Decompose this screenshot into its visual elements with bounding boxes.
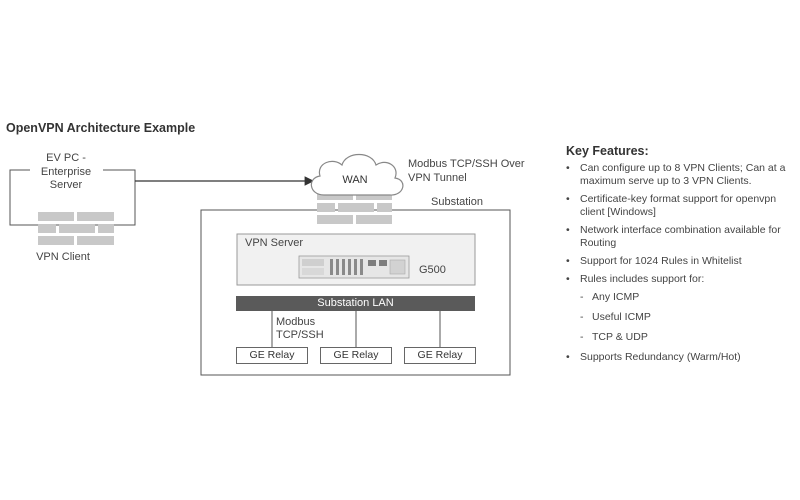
- feature-item: • Network interface combination available…: [566, 224, 792, 250]
- wan-label: WAN: [342, 174, 368, 186]
- feature-text: Supports Redundancy (Warm/Hot): [580, 351, 741, 363]
- dot-bullet-icon: •: [566, 351, 570, 363]
- diagram-title: OpenVPN Architecture Example: [6, 121, 196, 135]
- feature-text: TCP & UDP: [592, 331, 648, 343]
- feature-text: Support for 1024 Rules in Whitelist: [580, 255, 742, 267]
- wan-cloud-icon: [310, 153, 404, 196]
- feature-item: • Certificate-key format support for open…: [566, 193, 792, 219]
- feature-text: Certificate-key format support for openv…: [580, 193, 777, 218]
- substation-label: Substation: [431, 196, 483, 208]
- feature-item: • Rules includes support for:: [566, 273, 792, 286]
- dash-bullet-icon: -: [580, 291, 584, 303]
- ge-relay-box: GE Relay: [404, 347, 476, 364]
- substation-firewall-icon: [317, 191, 392, 224]
- dot-bullet-icon: •: [566, 255, 570, 267]
- key-features-title: Key Features:: [566, 144, 649, 158]
- g500-device-icon: [298, 255, 410, 279]
- feature-item: • Can configure up to 8 VPN Clients; Can …: [566, 162, 792, 188]
- modbus-local-label: Modbus TCP/SSH: [276, 316, 324, 341]
- ge-relay-box: GE Relay: [320, 347, 392, 364]
- dash-bullet-icon: -: [580, 311, 584, 323]
- feature-item: -TCP & UDP: [566, 331, 792, 344]
- key-features-list: • Can configure up to 8 VPN Clients; Can …: [566, 162, 792, 369]
- dot-bullet-icon: •: [566, 273, 570, 285]
- ge-relay-box: GE Relay: [236, 347, 308, 364]
- substation-lan-bar: Substation LAN: [236, 296, 475, 311]
- dot-bullet-icon: •: [566, 224, 570, 236]
- feature-item: -Any ICMP: [566, 291, 792, 304]
- g500-label: G500: [419, 264, 446, 276]
- feature-text: Can configure up to 8 VPN Clients; Can a…: [580, 162, 786, 187]
- feature-item: • Supports Redundancy (Warm/Hot): [566, 351, 792, 364]
- feature-text: Network interface combination available …: [580, 224, 781, 249]
- vpn-client-label: VPN Client: [36, 251, 90, 263]
- feature-item: • Support for 1024 Rules in Whitelist: [566, 255, 792, 268]
- feature-text: Rules includes support for:: [580, 273, 705, 285]
- dash-bullet-icon: -: [580, 331, 584, 343]
- feature-text: Any ICMP: [592, 291, 640, 303]
- client-firewall-icon: [38, 212, 114, 245]
- feature-item: -Useful ICMP: [566, 311, 792, 324]
- dot-bullet-icon: •: [566, 193, 570, 205]
- modbus-over-vpn-label: Modbus TCP/SSH Over VPN Tunnel: [408, 158, 525, 184]
- ev-pc-label: EV PC - Enterprise Server: [40, 152, 92, 191]
- vpn-server-label: VPN Server: [245, 237, 304, 249]
- dot-bullet-icon: •: [566, 162, 570, 174]
- feature-text: Useful ICMP: [592, 311, 651, 323]
